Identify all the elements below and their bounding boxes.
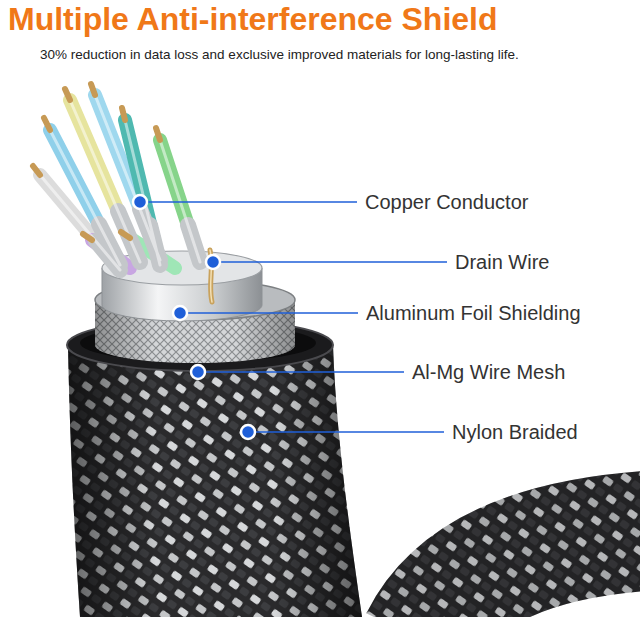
- part-label: Aluminum Foil Shielding: [366, 301, 581, 325]
- subtitle: 30% reduction in data loss and exclusive…: [40, 46, 519, 64]
- conductors: [33, 84, 200, 270]
- part-label: Al-Mg Wire Mesh: [412, 360, 565, 384]
- jacket-shade: [68, 345, 362, 617]
- title: Multiple Anti-interference Shield: [8, 0, 498, 38]
- part-label: Drain Wire: [455, 250, 549, 274]
- part-label: Copper Conductor: [365, 190, 528, 214]
- cable-loop: [420, 530, 640, 617]
- part-label: Nylon Braided: [452, 420, 578, 444]
- nylon-jacket: [68, 345, 362, 617]
- leader-dots: [133, 195, 255, 439]
- cable-loop-shade: [420, 530, 640, 617]
